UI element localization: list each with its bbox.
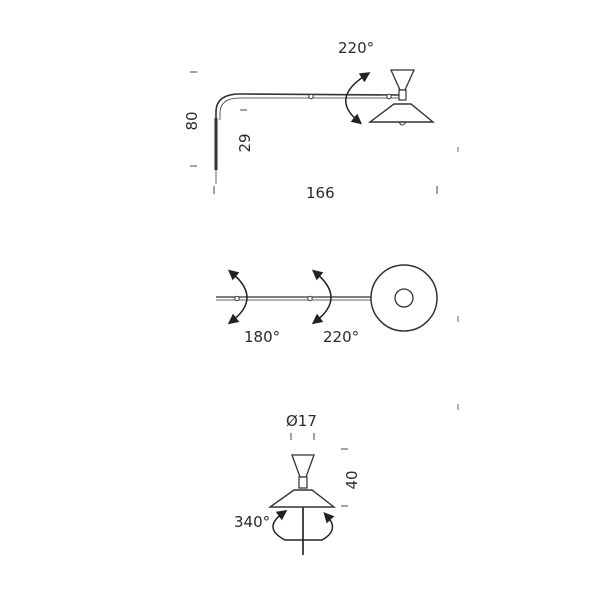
front-height-label: 40	[343, 470, 361, 489]
top-rotation-right-label: 220°	[323, 328, 359, 346]
front-lamp-shade	[267, 489, 337, 508]
front-lamp-neck	[298, 476, 308, 489]
curved-arm-inner	[219, 97, 400, 120]
curved-arm	[215, 93, 401, 120]
top-rotation-arrow-right	[311, 269, 332, 325]
arm-joint-mid	[308, 93, 314, 100]
top-rotation-arrow-left	[227, 269, 248, 325]
front-view: Ø17 40 340°	[234, 404, 459, 555]
side-rotation-arrow	[345, 72, 371, 125]
arm-joint-end	[386, 93, 392, 100]
side-lamp-shade	[367, 103, 435, 123]
side-rotation-label: 220°	[338, 39, 374, 57]
side-bulb-cap	[398, 121, 407, 126]
front-rotation-label: 340°	[234, 513, 270, 531]
front-rotation-arrow	[272, 509, 335, 541]
side-height-label: 80	[183, 111, 201, 130]
front-reflector-cone	[291, 454, 315, 478]
top-reflector	[394, 288, 414, 308]
top-joint-mid	[307, 295, 313, 302]
side-mount-height-label: 29	[236, 133, 254, 152]
top-rotation-left-label: 180°	[244, 328, 280, 346]
front-diameter-label: Ø17	[286, 412, 317, 430]
side-reflector-cone	[389, 69, 416, 91]
side-lamp-neck	[398, 89, 407, 101]
side-view: 220° 80 29 166	[183, 39, 459, 202]
top-view: 180° 220°	[216, 264, 459, 346]
side-width-label: 166	[306, 184, 335, 202]
top-joint-left	[234, 295, 240, 302]
